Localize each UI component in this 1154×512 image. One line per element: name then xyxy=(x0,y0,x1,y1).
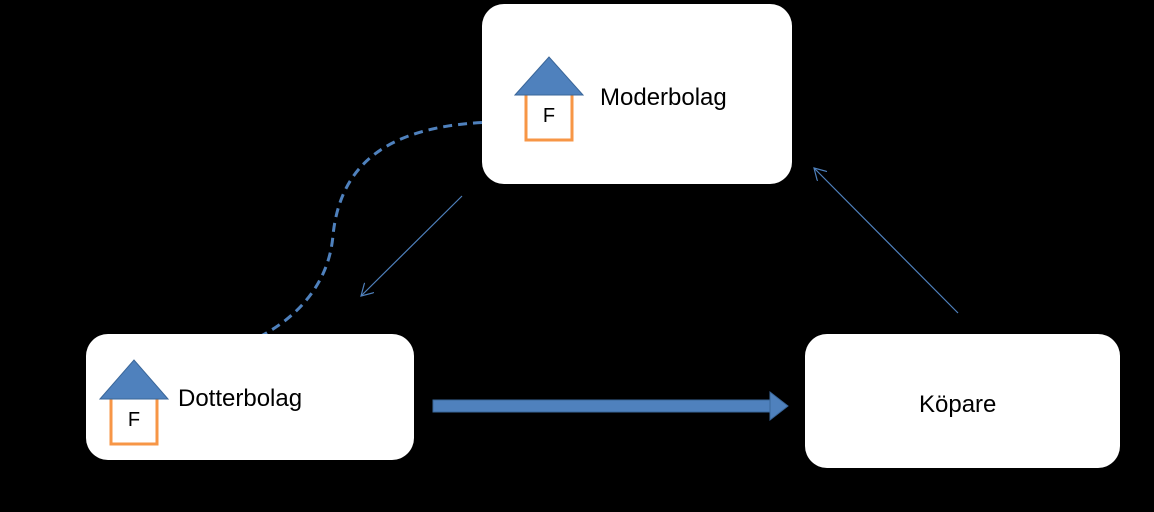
subsidiary-box: F Dotterbolag xyxy=(86,334,414,460)
parent-company-box: F Moderbolag xyxy=(482,4,792,184)
house-icon: F xyxy=(513,54,585,144)
dashed-arrow-parent-to-subsidiary xyxy=(167,120,498,368)
buyer-box: Köpare xyxy=(805,334,1120,468)
house-icon: F xyxy=(98,356,170,446)
subsidiary-label: Dotterbolag xyxy=(178,385,303,412)
arrow-buyer-to-parent xyxy=(814,168,959,314)
arrow-parent-to-subsidiary xyxy=(361,195,463,296)
buyer-label: Köpare xyxy=(919,391,997,418)
parent-company-label: Moderbolag xyxy=(600,84,727,111)
thick-arrow-subsidiary-to-buyer xyxy=(432,390,789,422)
house-badge: F xyxy=(127,409,141,431)
house-badge: F xyxy=(542,105,556,127)
